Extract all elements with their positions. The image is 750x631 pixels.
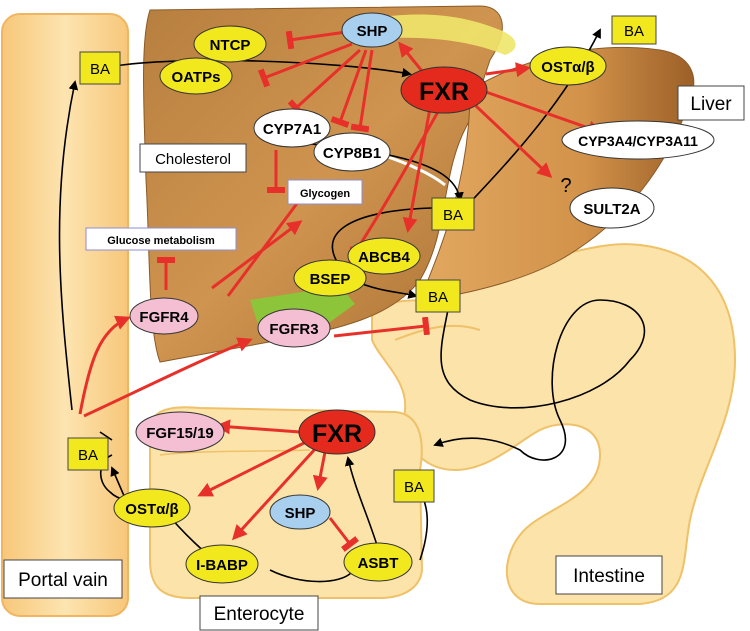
ntcp-node: NTCP [193,25,267,63]
svg-text:FGFR3: FGFR3 [269,321,318,338]
fgf15-19-node: FGF15/19 [135,411,225,453]
svg-text:CYP8B1: CYP8B1 [323,145,381,162]
bsep-node: BSEP [293,259,367,297]
svg-text:BA: BA [78,447,98,464]
svg-text:ASBT: ASBT [358,555,399,572]
svg-text:Portal vain: Portal vain [18,570,108,591]
svg-text:BA: BA [428,289,448,306]
svg-text:Glucose metabolism: Glucose metabolism [107,235,215,247]
svg-text:Glycogen: Glycogen [300,188,350,200]
fgfr3-node: FGFR3 [257,308,331,348]
svg-text:BA: BA [624,23,644,40]
svg-text:NTCP: NTCP [210,37,251,54]
svg-text:CYP3A4/CYP3A11: CYP3A4/CYP3A11 [578,133,698,149]
asbt-node: ASBT [343,542,413,582]
ost-liver-node: OSTα/β [529,46,607,86]
fxr-liver-node: FXR [400,66,488,114]
region-intestine-label: Intestine [555,555,663,595]
ba-box-intestine: BA [393,469,435,503]
svg-text:Intestine: Intestine [573,566,645,587]
svg-text:FXR: FXR [312,420,362,448]
ba-box-liver-mid: BA [431,197,475,231]
svg-text:?: ? [560,175,571,197]
svg-text:OATPs: OATPs [172,69,221,86]
svg-text:OSTα/β: OSTα/β [541,59,594,76]
svg-text:FXR: FXR [419,78,469,106]
svg-text:FGF15/19: FGF15/19 [146,425,214,442]
svg-text:Liver: Liver [690,94,732,115]
ba-box-portal-bottom: BA [67,437,109,471]
svg-text:BA: BA [90,61,110,78]
shp-intestine-node: SHP [269,494,331,530]
portal-vein [1,13,129,617]
region-liver-label: Liver [677,85,745,121]
svg-text:BA: BA [404,479,424,496]
region-portal-label: Portal vain [3,559,123,599]
ba-box-bile-duct: BA [415,279,461,313]
svg-text:OSTα/β: OSTα/β [125,501,178,518]
svg-text:I-BABP: I-BABP [196,557,248,574]
svg-text:BSEP: BSEP [310,271,351,288]
sult2a-node: SULT2A [569,187,655,229]
svg-text:SHP: SHP [357,23,388,40]
svg-text:CYP7A1: CYP7A1 [263,121,321,138]
cholesterol-box: Cholesterol [139,143,247,173]
cyp3a4-node: CYP3A4/CYP3A11 [561,120,715,160]
glycogen-box: Glycogen [287,179,363,205]
oatps-node: OATPs [159,57,233,95]
inhibition-lines [157,30,430,552]
question-mark-label: ? [560,175,571,197]
cyp7a1-node: CYP7A1 [253,108,331,148]
shp-liver-node: SHP [341,12,403,48]
glucose-metabolism-box: Glucose metabolism [85,227,237,251]
fgfr4-node: FGFR4 [129,297,199,335]
svg-text:SHP: SHP [285,505,316,522]
svg-text:BA: BA [443,207,463,224]
svg-text:ABCB4: ABCB4 [358,249,410,266]
ost-intestine-node: OSTα/β [113,488,191,528]
svg-text:SULT2A: SULT2A [583,201,640,218]
cyp8b1-node: CYP8B1 [313,132,391,172]
abcb4-node: ABCB4 [347,237,421,275]
ibabp-node: I-BABP [185,544,259,584]
ba-box-liver-top-right: BA [611,15,657,45]
svg-text:Cholesterol: Cholesterol [155,151,231,168]
svg-text:FGFR4: FGFR4 [139,309,189,326]
fxr-intestine-node: FXR [298,409,376,455]
region-enterocyte-label: Enterocyte [199,595,319,631]
ba-box-portal-top: BA [79,51,121,85]
svg-text:Enterocyte: Enterocyte [214,604,305,625]
